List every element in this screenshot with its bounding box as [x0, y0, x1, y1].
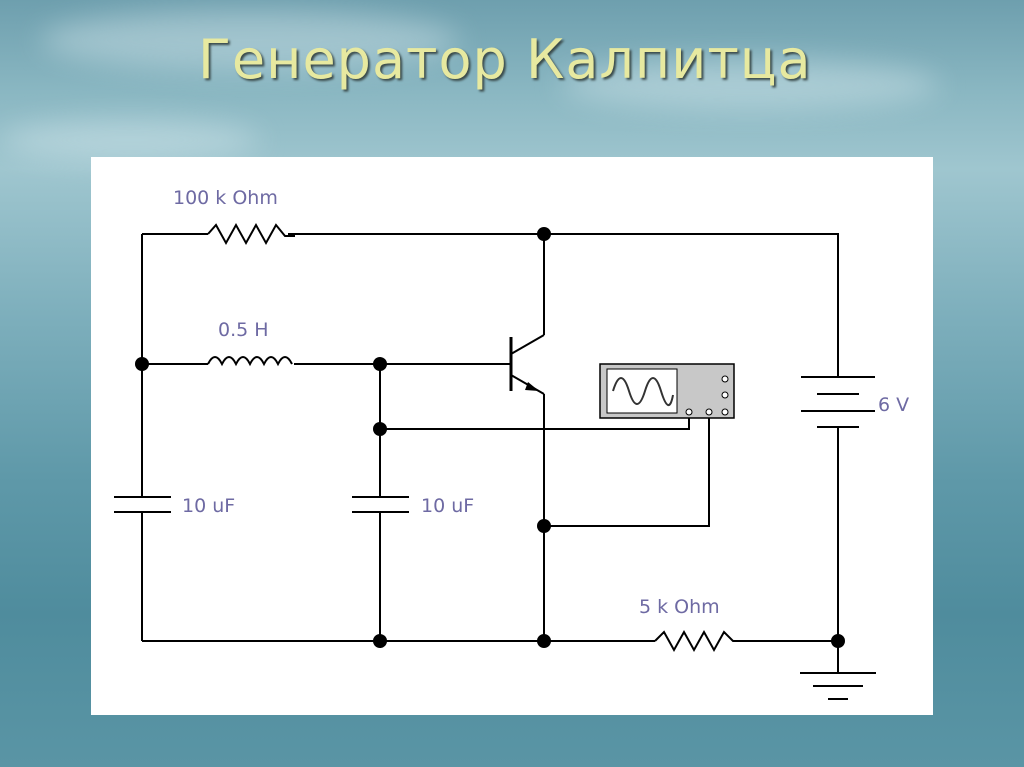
circuit-diagram: 100 k Ohm 0.5 H 10 uF 10 uF 6 V 5 k Ohm [91, 157, 933, 715]
junction-dot [135, 357, 149, 371]
resistor-top [207, 222, 295, 246]
resistor-top-label: 100 k Ohm [173, 187, 278, 209]
circuit-schematic [114, 222, 876, 700]
capacitor-left-label: 10 uF [182, 495, 236, 517]
background-cloud [40, 10, 460, 70]
junction-dot [373, 422, 387, 436]
junction-dot [373, 357, 387, 371]
slide-title: Генератор Калпитца [198, 28, 812, 91]
resistor-bottom-label: 5 k Ohm [639, 596, 720, 618]
junction-dot [373, 634, 387, 648]
resistor-bottom [654, 629, 735, 653]
transistor-arrow [525, 382, 539, 391]
transistor-collector [510, 334, 545, 355]
battery-label: 6 V [878, 394, 910, 416]
junction-dot [537, 519, 551, 533]
inductor [207, 356, 293, 367]
oscilloscope [599, 363, 735, 419]
capacitor-mid-label: 10 uF [421, 495, 475, 517]
inductor-label: 0.5 H [218, 319, 269, 341]
background-cloud [560, 60, 940, 110]
junction-dot [537, 227, 551, 241]
junction-dot [831, 634, 845, 648]
top-wire [141, 233, 839, 377]
probe-wire-b [544, 412, 710, 527]
background-cloud [0, 120, 260, 160]
junction-dot [537, 634, 551, 648]
